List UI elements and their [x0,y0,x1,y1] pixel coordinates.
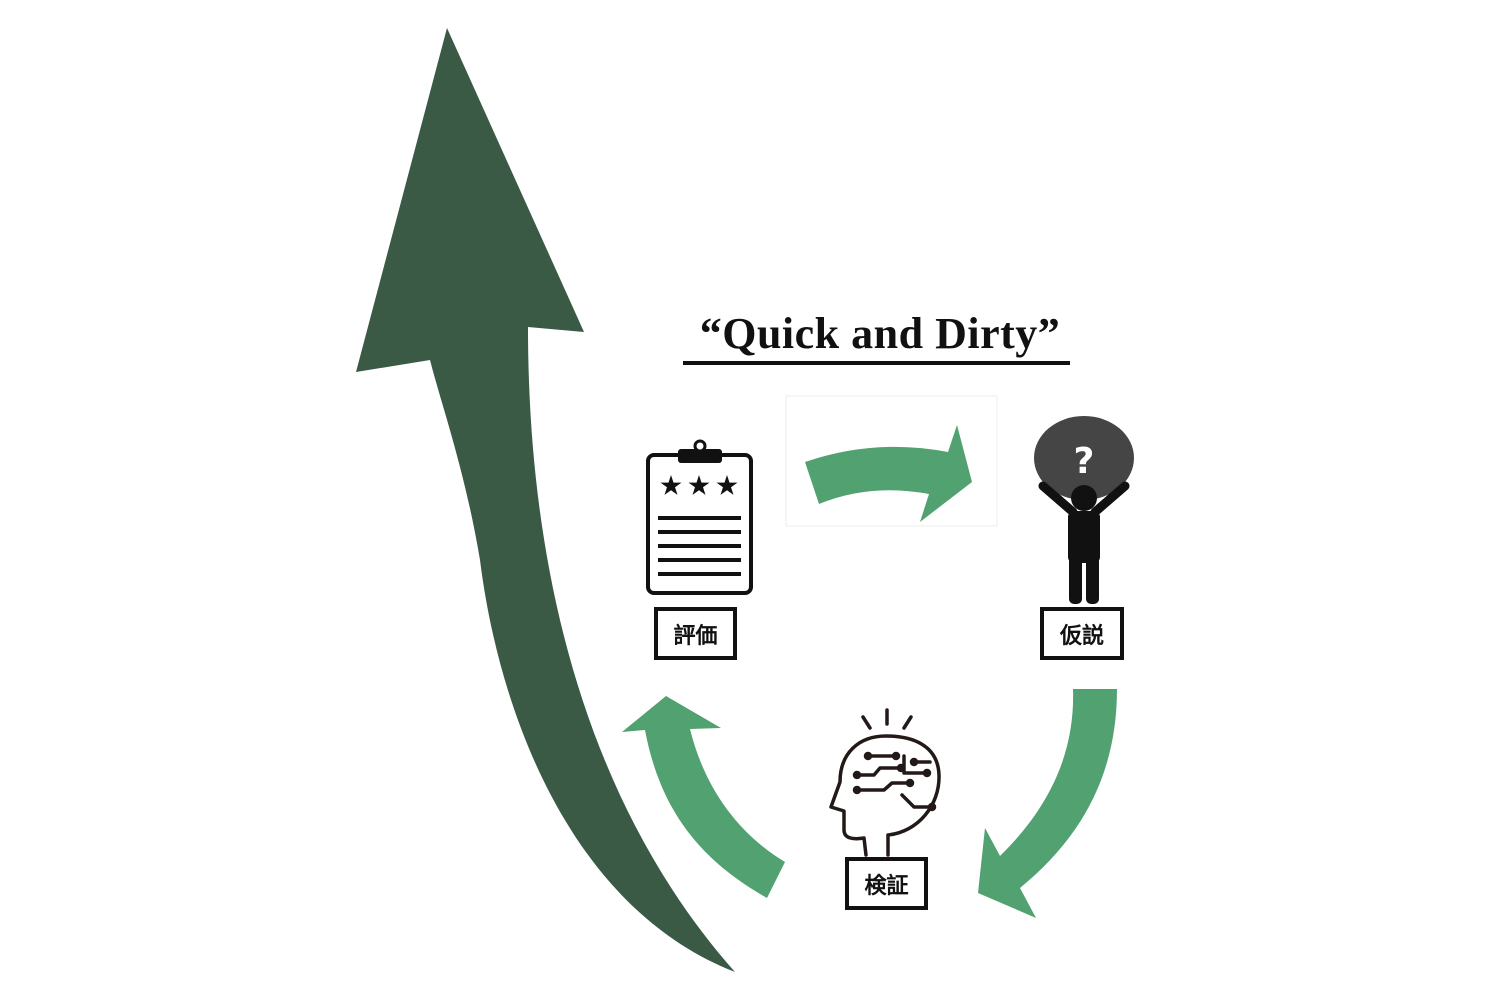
star-icon [688,475,710,495]
star-icon [660,475,682,495]
title-underline [683,361,1070,365]
label-hypothesis: 仮説 [1040,607,1124,660]
label-evaluation: 評価 [654,607,737,660]
cycle-arrow-hypothesis-to-verification [978,689,1117,918]
question-mark: ? [1074,441,1095,482]
diagram-title: “Quick and Dirty” [699,309,1061,358]
clipboard-rating-icon [646,439,753,595]
cycle-arrow-verification-to-evaluation [622,696,785,898]
star-icon [716,475,738,495]
label-verification: 検証 [845,857,928,910]
person-question-icon: ? [1034,416,1134,604]
brain-circuit-head-icon [829,708,941,857]
cycle-arrow-evaluation-to-hypothesis [805,425,972,522]
growth-arrow [356,28,735,972]
